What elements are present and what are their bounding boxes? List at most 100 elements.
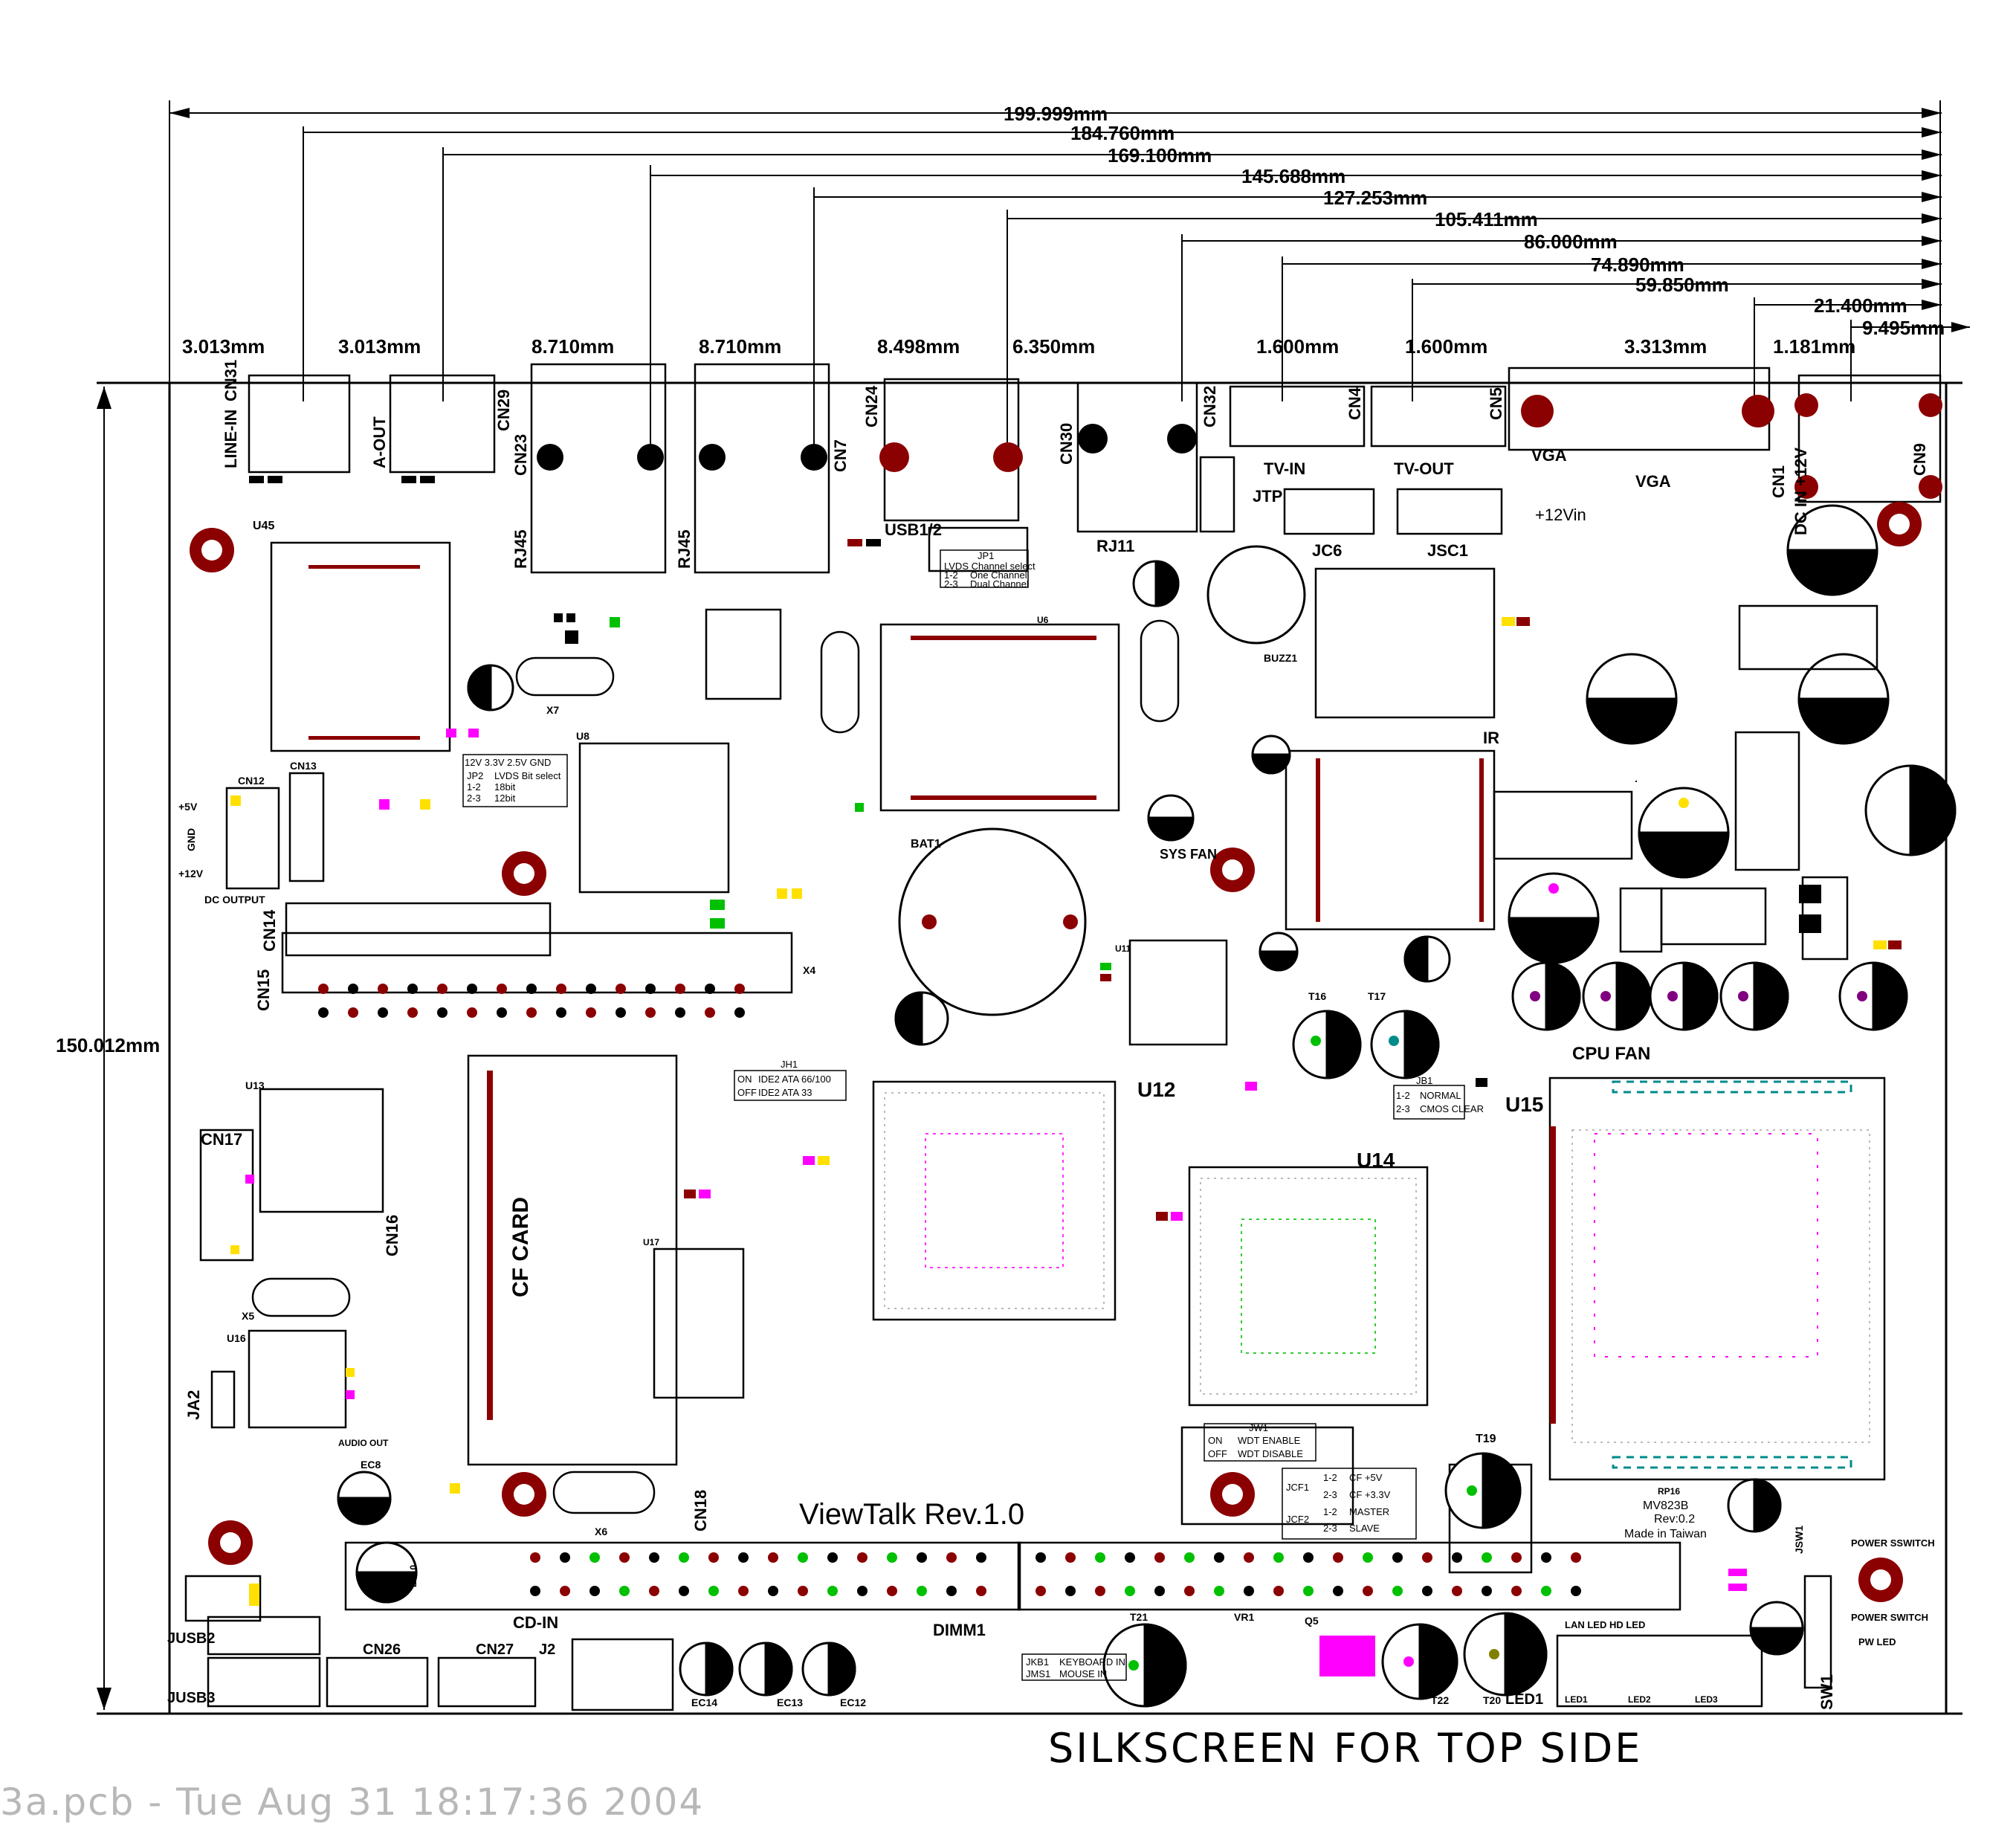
label-rev: Rev:0.2 <box>1654 1513 1695 1526</box>
offset-4: 8.710mm <box>699 335 781 358</box>
offset-7: 1.600mm <box>1256 335 1339 358</box>
label-cn15: CN15 <box>254 969 273 1011</box>
label-jsc1: JSC1 <box>1427 541 1468 560</box>
jp2-title: 12V 3.3V 2.5V GND <box>465 757 551 768</box>
jb1-r1a: 2-3 <box>1396 1103 1410 1114</box>
offset-2: 3.013mm <box>338 335 421 358</box>
label-cn16: CN16 <box>383 1215 401 1256</box>
label-5v: +5V <box>178 801 198 813</box>
jp2-r1b: 18bit <box>494 781 516 793</box>
label-cn29: CN29 <box>494 390 513 431</box>
label-bat1: BAT1 <box>911 838 941 851</box>
label-cn18: CN18 <box>691 1490 710 1531</box>
jw1-r0b: WDT ENABLE <box>1238 1435 1301 1446</box>
label-t22: T22 <box>1431 1694 1449 1706</box>
label-line-in: LINE-IN <box>222 410 240 468</box>
dim-86: 86.000mm <box>1524 230 1618 253</box>
jw1-r1a: OFF <box>1208 1448 1227 1459</box>
label-jsw1: JSW1 <box>1793 1526 1805 1554</box>
label-mv823b: MV823B <box>1643 1500 1688 1512</box>
jkb-r1b: MOUSE IN <box>1059 1668 1107 1679</box>
chip-u17 <box>653 1248 745 1399</box>
label-tv-out: TV-OUT <box>1394 459 1454 478</box>
label-cn9: CN9 <box>1910 443 1929 476</box>
label-q5: Q5 <box>1305 1615 1319 1627</box>
label-u17: U17 <box>643 1237 659 1248</box>
chip-u16 <box>248 1329 347 1429</box>
label-ec10: EC10 <box>408 1565 419 1587</box>
jp1-r0: LVDS Channel select <box>944 561 1036 572</box>
label-cn32: CN32 <box>1201 386 1219 427</box>
chip-u2 <box>1314 567 1496 719</box>
label-t20: T20 <box>1483 1694 1501 1706</box>
label-12v: +12V <box>178 868 204 879</box>
jcf-r3c: SLAVE <box>1349 1523 1380 1534</box>
label-ec12: EC12 <box>840 1697 866 1708</box>
label-u16: U16 <box>227 1332 246 1344</box>
crystal-x6 <box>552 1471 656 1514</box>
file-footer: 3a.pcb - Tue Aug 31 18:17:36 2004 <box>0 1781 705 1824</box>
label-ir: IR <box>1483 729 1499 747</box>
label-vga2: VGA <box>1635 472 1671 491</box>
label-rp16: RP16 <box>1658 1486 1680 1497</box>
jh1-title: JH1 <box>781 1059 798 1070</box>
label-x5: X5 <box>242 1310 254 1322</box>
jp1-r1a: 1-2 <box>944 569 958 581</box>
label-led2: LED2 <box>1628 1694 1651 1705</box>
label-12vin: +12Vin <box>1535 506 1586 524</box>
dim-9: 9.495mm <box>1862 317 1945 339</box>
label-ec13: EC13 <box>777 1697 803 1708</box>
label-u13: U13 <box>245 1079 265 1091</box>
jp1-title: JP1 <box>978 550 994 561</box>
jb1-r0b: NORMAL <box>1420 1090 1461 1101</box>
offset-9: 3.313mm <box>1624 335 1707 358</box>
label-cn17: CN17 <box>201 1130 242 1149</box>
jp2-r1a: 1-2 <box>467 781 481 793</box>
jp1-r2a: 2-3 <box>944 578 958 590</box>
label-x7: X7 <box>546 704 559 716</box>
label-u6: U6 <box>1037 615 1049 625</box>
jb1-r1b: CMOS CLEAR <box>1420 1103 1484 1114</box>
label-u14: U14 <box>1357 1149 1395 1172</box>
board-name: ViewTalk Rev.1.0 <box>799 1498 1024 1531</box>
buzzer <box>1206 545 1306 645</box>
crystal-x7 <box>515 656 615 697</box>
label-led1: LED1 <box>1505 1691 1543 1708</box>
jp1-r1b: One Channel <box>970 569 1027 581</box>
label-cn5: CN5 <box>1487 387 1505 420</box>
label-gnd: GND <box>185 828 197 851</box>
label-made-in: Made in Taiwan <box>1624 1528 1707 1540</box>
label-u12: U12 <box>1137 1078 1175 1101</box>
label-cpu-fan: CPU FAN <box>1572 1044 1650 1064</box>
jcf-r1c: CF +3.3V <box>1349 1489 1391 1500</box>
dim-74: 74.890mm <box>1591 254 1684 276</box>
jcf-r0c: CF +5V <box>1349 1472 1383 1483</box>
jb1-r0a: 1-2 <box>1396 1090 1410 1101</box>
label-ec14: EC14 <box>691 1697 717 1708</box>
jcf-r2a: JCF2 <box>1286 1514 1309 1525</box>
label-cn4: CN4 <box>1345 387 1364 420</box>
chip-cf <box>467 1054 678 1466</box>
label-cd-in: CD-IN <box>513 1613 558 1632</box>
label-audio-out: AUDIO OUT <box>338 1438 389 1448</box>
label-sw1: SW1 <box>1818 1674 1836 1710</box>
label-jtp: JTP <box>1253 487 1282 506</box>
chip-u8 <box>578 742 730 894</box>
dim-145: 145.688mm <box>1241 165 1345 187</box>
jcf-r1b: 2-3 <box>1323 1489 1337 1500</box>
jcf-r0a: JCF1 <box>1286 1482 1309 1493</box>
jcf-r2b: 1-2 <box>1323 1506 1337 1517</box>
dim-21: 21.400mm <box>1814 294 1907 317</box>
label-vga: VGA <box>1531 446 1567 465</box>
label-t21: T21 <box>1130 1611 1148 1623</box>
dim-150: 150.012mm <box>56 1034 160 1056</box>
label-tv-in: TV-IN <box>1264 459 1305 478</box>
label-cn1: CN1 <box>1769 465 1788 498</box>
label-rj45b: RJ45 <box>675 529 694 569</box>
label-power-sswitch: POWER SSWITCH <box>1851 1537 1935 1549</box>
label-rj11: RJ11 <box>1096 537 1134 555</box>
label-power-switch: POWER SWITCH <box>1851 1612 1928 1623</box>
label-t16: T16 <box>1308 990 1326 1002</box>
page-title: SILKSCREEN FOR TOP SIDE <box>1048 1725 1643 1772</box>
